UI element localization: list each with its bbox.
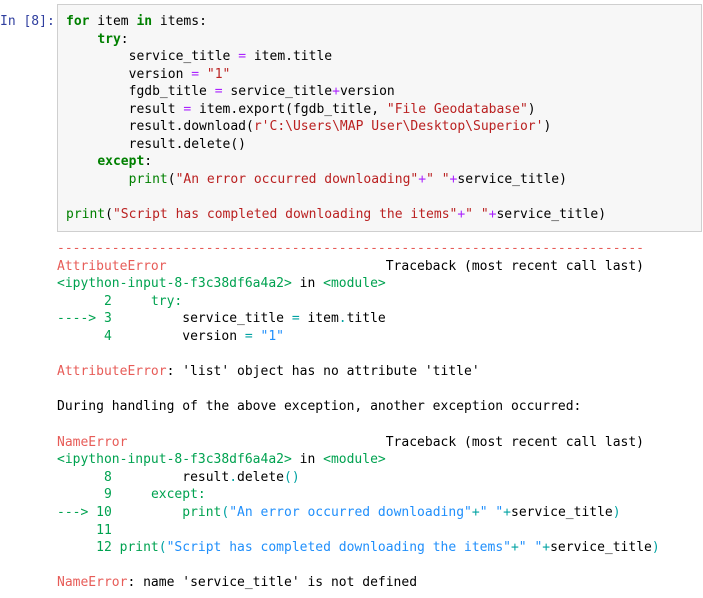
code-line — [66, 188, 697, 206]
traceback-line: 4 version = "1" — [57, 328, 284, 344]
traceback-line — [57, 381, 703, 399]
output-area: ----------------------------------------… — [0, 239, 703, 592]
code-line: except: — [97, 154, 153, 169]
code-line: print("Script has completed downloading … — [66, 206, 607, 222]
traceback-line: NameError: name 'service_title' is not d… — [57, 575, 418, 591]
code-editor[interactable]: for item in items: try: service_title = … — [57, 4, 702, 232]
traceback-line — [57, 557, 703, 575]
traceback-line: AttributeError Traceback (most recent ca… — [57, 258, 645, 274]
code-line: try: — [97, 31, 129, 47]
code-line: for item in items: — [66, 14, 207, 29]
traceback-line: AttributeError: 'list' object has no att… — [57, 364, 480, 380]
traceback-line: ---> 10 print("An error occurred downloa… — [57, 504, 621, 520]
code-line: result.delete() — [66, 136, 247, 152]
traceback-line: 2 try: — [57, 293, 183, 309]
code-line: fgdb_title = service_title+version — [66, 84, 395, 99]
code-line: service_title = item.title — [66, 49, 333, 64]
code-line: print("An error occurred downloading"+" … — [128, 171, 567, 187]
code-line: result = item.export(fgdb_title, "File G… — [66, 101, 536, 117]
traceback-line: <ipython-input-8-f3c38df6a4a2> in <modul… — [57, 276, 386, 292]
traceback-line: NameError Traceback (most recent call la… — [57, 434, 645, 450]
traceback-line: ----------------------------------------… — [57, 241, 644, 256]
code-cell: In [8]: for item in items: try: service_… — [0, 4, 703, 232]
traceback-output: ----------------------------------------… — [57, 239, 703, 592]
input-prompt: In [8]: — [0, 14, 55, 29]
traceback-line: 12 print("Script has completed downloadi… — [57, 540, 660, 556]
traceback-line — [57, 416, 703, 434]
traceback-line: 9 except: — [57, 487, 206, 503]
traceback-line: <ipython-input-8-f3c38df6a4a2> in <modul… — [57, 452, 386, 468]
code-line: result.download(r'C:\Users\MAP User\Desk… — [66, 119, 552, 134]
traceback-line: 11 — [57, 522, 120, 538]
traceback-line: 8 result.delete() — [57, 469, 300, 485]
traceback-line — [57, 346, 703, 364]
traceback-line: During handling of the above exception, … — [57, 399, 582, 415]
traceback-line: ----> 3 service_title = item.title — [57, 311, 386, 327]
code-line: version = "1" — [66, 66, 231, 82]
output-prompt — [0, 239, 57, 592]
